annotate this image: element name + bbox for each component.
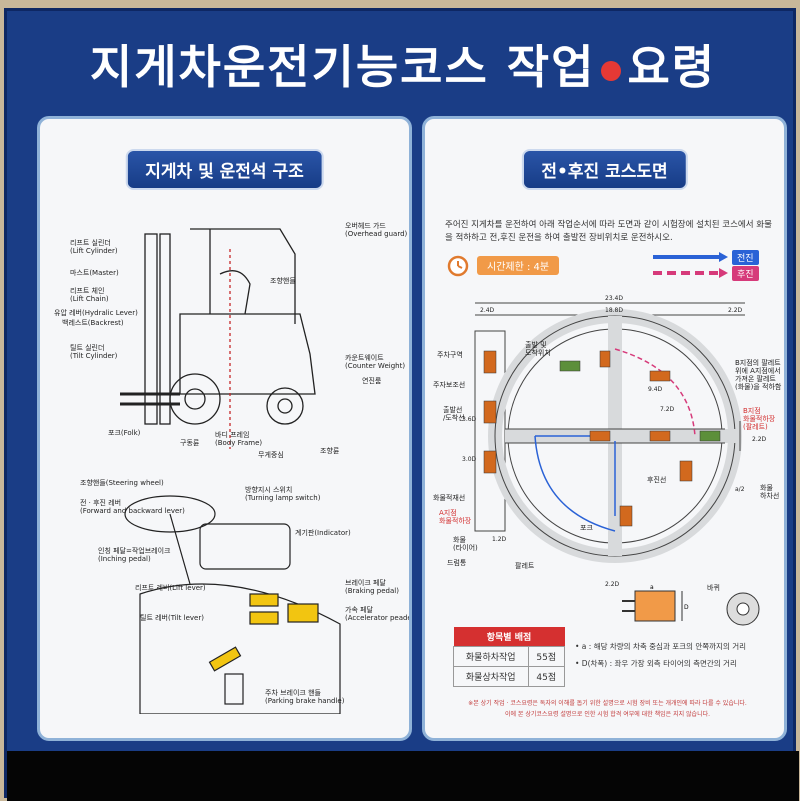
label-brake-pedal: 브레이크 페달 (Braking pedal) xyxy=(345,579,399,596)
dim-right-side: 2.2D xyxy=(752,436,767,443)
label-loading-line: 화물적재선 xyxy=(433,494,466,502)
backward-arrow-icon xyxy=(653,268,728,278)
label-tilt-lever: 틸트 레버(Tilt lever) xyxy=(140,614,204,622)
label-fwd-back-lever: 전 · 후진 레버 (Forward and backward lever) xyxy=(80,499,185,516)
course-heading: 전•후진 코스도면 xyxy=(521,149,688,190)
label-center-of-gravity: 무게중심 xyxy=(258,451,284,459)
legend-forward: 전진 xyxy=(653,249,773,265)
legend-forward-label: 전진 xyxy=(732,249,759,265)
label-overhead-guard: 오버헤드 가드 (Overhead guard) xyxy=(345,222,408,239)
note-d: • D(차폭) : 좌우 가장 외측 타이어의 측면간의 거리 xyxy=(575,658,737,668)
label-start-finish-line: 출발선 /도착선 xyxy=(443,406,465,423)
legend-backward-label: 후진 xyxy=(732,265,759,281)
dim-diagonal-1: 9.4D xyxy=(648,386,663,393)
label-drum: 드럼통 xyxy=(447,559,467,567)
course-description: 주어진 지게차를 운전하여 아래 작업순서에 따라 도면과 같이 시험장에 설치… xyxy=(445,220,772,243)
label-parking-brake: 주차 브레이크 핸들 (Parking brake handle) xyxy=(265,689,345,706)
label-lift-cylinder: 리프트 실린더 (Lift Cylinder) xyxy=(70,239,118,256)
notes: • a : 해당 차량의 차축 중심과 포크의 안쪽까지의 거리 • D(차폭)… xyxy=(575,639,746,672)
time-limit-badge: 시간제한 : 4분 xyxy=(477,255,560,275)
dim-vertical-1: 3.6D xyxy=(462,416,477,423)
red-dot-icon xyxy=(601,60,622,81)
label-steer-wheel: 조향륜 xyxy=(320,447,340,455)
bottom-band xyxy=(7,751,799,801)
dim-a-half: a/2 xyxy=(735,486,745,493)
label-tilt-cylinder: 틸트 실린더 (Tilt Cylinder) xyxy=(70,344,118,361)
label-point-b-note: B지점의 팔레트 위에 A지점에서 가져온 팔레트 (화물)을 적하함 xyxy=(735,359,782,392)
wheel-icon xyxy=(726,592,760,626)
label-steering-handle: 조향핸들 xyxy=(270,277,296,285)
legend-backward: 후진 xyxy=(653,265,773,281)
label-reverse-line: 후진선 xyxy=(647,476,667,484)
label-hydraulic-lever: 유압 레버(Hydralic Lever) xyxy=(54,309,138,317)
course-panel: 전•후진 코스도면 주어진 지게차를 운전하여 아래 작업순서에 따라 도면과 … xyxy=(422,116,787,741)
course-diagram: 23.4D 2.4D 18.8D 2.2D 9.4D 7.2D 3.6D 3.0… xyxy=(462,295,767,588)
score-table-heading: 항목별 배점 xyxy=(453,627,565,647)
structure-heading: 지게차 및 운전석 구조 xyxy=(125,149,324,190)
label-counter-weight: 카운트웨이트 (Counter Weight) xyxy=(345,354,406,371)
note-a: • a : 해당 차량의 차축 중심과 포크의 안쪽까지의 거리 xyxy=(575,642,747,651)
label-drive-wheel: 구동륜 xyxy=(180,439,200,447)
label-turn-lamp-switch: 방향지시 스위치 (Turning lamp switch) xyxy=(245,486,321,503)
label-lift-lever: 리프트 레버(Lift lever) xyxy=(135,584,206,592)
dim-mid: 18.8D xyxy=(605,307,623,314)
label-inching-pedal: 인칭 페달=작업브레이크 (Inching pedal) xyxy=(98,547,171,564)
forklift-illustration xyxy=(120,228,316,449)
label-wheel: 바퀴 xyxy=(707,584,720,592)
label-start-position: 출발 및 도착위치 xyxy=(525,341,551,358)
alarm-clock-icon xyxy=(447,255,469,277)
label-parking-zone: 주차구역 xyxy=(437,351,463,359)
label-body-frame: 바디 프레임 (Body Frame) xyxy=(215,431,263,448)
dim-total: 23.4D xyxy=(605,295,623,302)
forward-arrow-icon xyxy=(653,252,728,262)
label-unload-line: 화물 하차선 xyxy=(760,484,780,501)
dim-right: 2.2D xyxy=(728,307,743,314)
label-fork: 포크(Folk) xyxy=(108,429,141,437)
label-lift-chain: 리프트 체인 (Lift Chain) xyxy=(70,287,109,304)
label-pallet: 팔레트 xyxy=(515,562,535,570)
label-indicator: 계기판(Indicator) xyxy=(295,529,351,537)
dim-a: a xyxy=(650,584,654,591)
cockpit-illustration xyxy=(124,495,341,714)
time-limit: 시간제한 : 4분 xyxy=(445,252,560,278)
dim-left: 2.4D xyxy=(480,307,495,314)
label-accelerator: 가속 페달 (Accelerator peadel) xyxy=(345,606,412,623)
label-backrest: 백레스트(Backrest) xyxy=(62,319,124,327)
dim-bottom-left: 1.2D xyxy=(492,536,507,543)
direction-legend: 전진 후진 xyxy=(653,249,773,281)
label-fork-diagram: 포크 xyxy=(580,524,593,532)
forklift-dimension-diagram: D a xyxy=(622,584,689,622)
dim-bottom-center: 2.2D xyxy=(605,581,620,588)
label-steering-wheel: 조향핸들(Steering wheel) xyxy=(80,479,164,487)
dim-diagonal-2: 7.2D xyxy=(660,406,675,413)
disclaimer: ※본 상기 작업 · 코스요령은 독자의 이해를 돕기 위한 설명으로 시험 장… xyxy=(468,700,747,718)
label-parking-aux-line: 주자보조선 xyxy=(433,381,466,389)
label-point-b: B지점 화물적하장 (팔레트) xyxy=(743,407,776,432)
label-engine-room: 연진룸 xyxy=(362,377,382,385)
dim-d: D xyxy=(684,604,689,611)
structure-panel: 지게차 및 운전석 구조 리프트 실린더 (Lift Cylinder) 마스트… xyxy=(37,116,412,741)
label-point-a: A지점 화물적하장 xyxy=(439,509,472,526)
label-mast: 마스트(Master) xyxy=(70,269,119,277)
dim-vertical-2: 3.0D xyxy=(462,456,477,463)
label-cargo-tire: 화물 (타이어) xyxy=(453,536,478,553)
